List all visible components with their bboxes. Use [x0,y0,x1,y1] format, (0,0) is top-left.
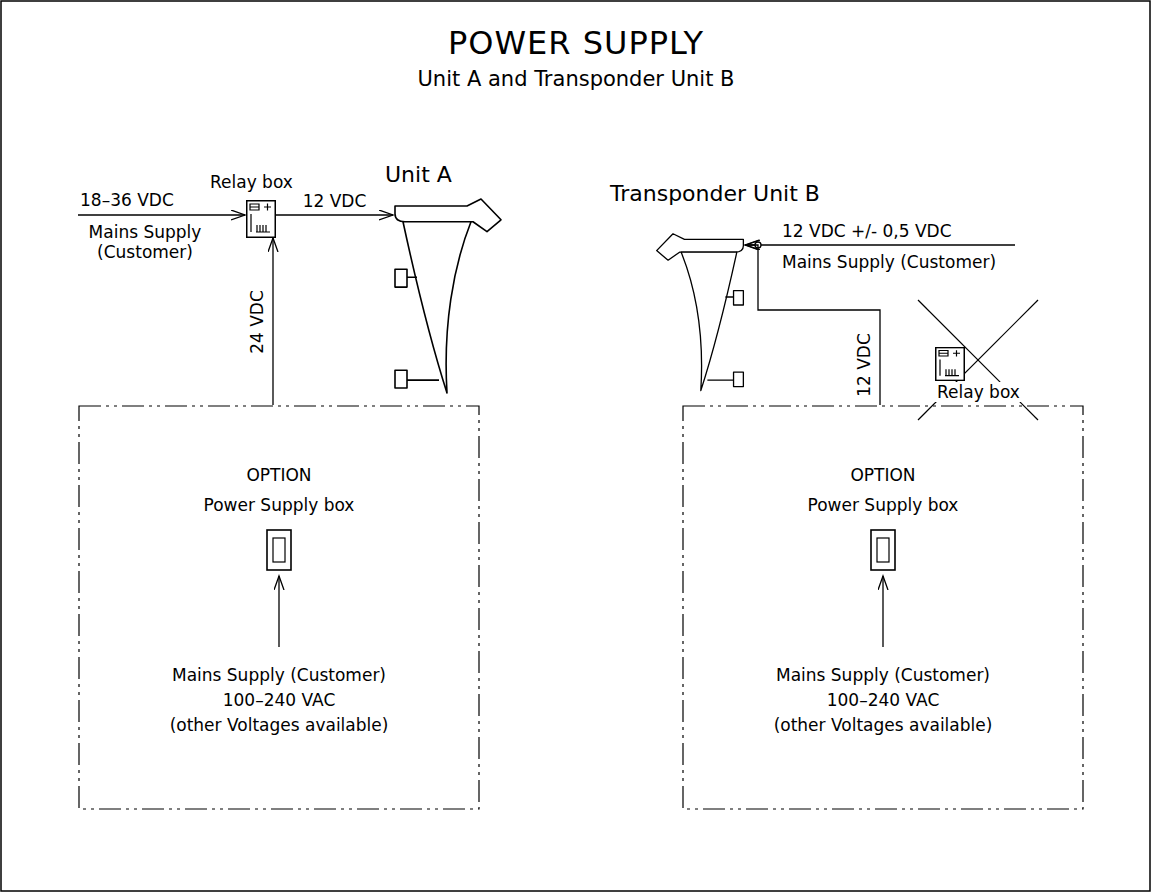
option-heading: OPTION [78,465,480,485]
option-box: OPTION Power Supply boxMains Supply (Cust… [682,405,1084,810]
mains-note: Mains Supply (Customer) [78,665,480,685]
unit-illustration [393,198,503,396]
box-name: Power Supply box [682,495,1084,515]
title: POWER SUPPLY [0,24,1152,62]
voltage-label: 12 VDC [303,191,367,211]
relay-label: Relay box [935,382,1022,402]
relay-box: Relay box [246,200,276,238]
relay-icon [246,200,276,238]
cross-out [918,300,1038,420]
mains-note: Mains Supply (Customer) [682,665,1084,685]
unit-node: Unit A [393,198,503,396]
option-box: OPTION Power Supply boxMains Supply (Cust… [78,405,480,810]
voltage-label: 18–36 VDC [80,190,174,210]
mains-wire [746,244,1015,245]
supply-label: Mains Supply (Customer) [70,222,220,262]
unit-label: Transponder Unit B [610,181,820,207]
voltage-label: 12 VDC +/- 0,5 VDC [782,221,952,241]
voltage-note: (other Voltages available) [682,715,1084,735]
voltage-label: 24 VDC [247,290,267,354]
relay-icon [935,347,965,381]
supply-label: Mains Supply (Customer) [782,252,996,272]
subtitle: Unit A and Transponder Unit B [0,66,1152,92]
power-connector [272,238,273,405]
mains-wire [78,214,245,215]
unit-label: Unit A [385,162,452,188]
power-connector [276,214,393,215]
voltage-range: 100–240 VAC [682,690,1084,710]
box-name: Power Supply box [78,495,480,515]
voltage-range: 100–240 VAC [78,690,480,710]
unit-illustration [655,233,745,393]
voltage-note: (other Voltages available) [78,715,480,735]
voltage-label: 12 VDC [854,333,874,397]
relay-box: Relay box [935,347,965,381]
cross-out [918,300,1038,420]
relay-label: Relay box [210,172,293,192]
unit-node: Transponder Unit B [655,233,745,393]
option-heading: OPTION [682,465,1084,485]
